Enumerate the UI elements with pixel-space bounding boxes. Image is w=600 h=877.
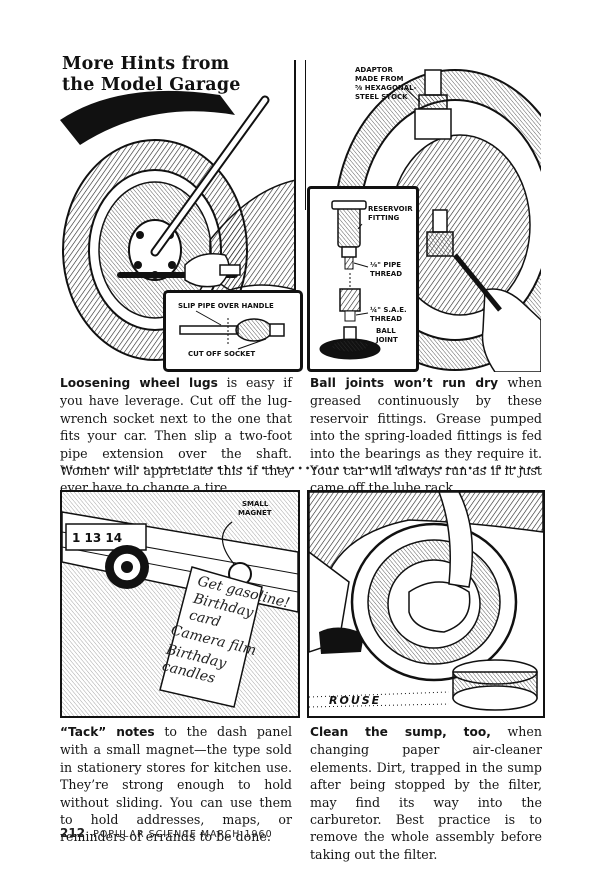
- notes-caption: “Tack” notes to the dash panel with a sm…: [60, 723, 292, 846]
- note-line-3: card: [187, 607, 222, 630]
- sae-thread-label-1: ¼" S.A.E.: [370, 306, 407, 314]
- slip-pipe-label: SLIP PIPE OVER HANDLE: [178, 302, 274, 310]
- sump-drawing: ROUSE: [309, 492, 543, 711]
- ball-joint-caption-lead: Ball joints won’t run dry: [310, 376, 499, 390]
- dash-notes-drawing: 1 13 14 SMALL MAGNET Get gasoline! Birth…: [62, 492, 298, 716]
- pipe-thread-label-2: THREAD: [370, 270, 402, 278]
- artist-signature: ROUSE: [329, 694, 381, 707]
- adaptor-label-2: MADE FROM: [355, 75, 404, 83]
- ball-joint-label-1: BALL: [376, 327, 396, 335]
- ball-joint-label-2: JOINT: [375, 336, 398, 344]
- sump-illustration: ROUSE: [307, 490, 545, 718]
- reservoir-label-2: FITTING: [368, 214, 400, 222]
- adaptor-label-1: ADAPTOR: [355, 66, 394, 74]
- magnet-label-1: SMALL: [242, 500, 269, 508]
- wheel-lug-drawing: [60, 60, 296, 361]
- sump-caption-lead: Clean the sump, too,: [310, 725, 491, 739]
- adaptor-label-3: ⁵⁄₈ HEXAGONAL-: [355, 84, 417, 92]
- ball-joint-caption-body: when greased continuously by these reser…: [310, 375, 542, 496]
- adaptor-label-4: STEEL STOCK: [355, 93, 408, 101]
- wheel-caption-body: is easy if you have leverage. Cut off th…: [60, 375, 292, 496]
- title-line-2: the Model Garage: [62, 75, 241, 95]
- ball-joint-caption: Ball joints won’t run dry when greased c…: [310, 374, 542, 497]
- sump-caption-body: when changing paper air-cleaner elements…: [310, 724, 542, 862]
- fitting-inset-drawing: RESERVOIR FITTING ⅛" PIPE THREAD ¼" S.A.…: [319, 200, 413, 360]
- magnet-label-2: MAGNET: [238, 509, 272, 517]
- fitting-inset-box: RESERVOIR FITTING ⅛" PIPE THREAD ¼" S.A.…: [307, 186, 419, 372]
- page-footer: 212 POPULAR SCIENCE MARCH 1960: [60, 826, 273, 840]
- notes-caption-body: to the dash panel with a small magnet—th…: [60, 724, 293, 845]
- wrench-inset-drawing: SLIP PIPE OVER HANDLE CUT OFF SOCKET: [178, 302, 285, 358]
- title-line-1: More Hints from: [62, 54, 230, 74]
- article-title: More Hints from the Model Garage: [62, 54, 241, 96]
- sump-caption: Clean the sump, too, when changing paper…: [310, 723, 542, 863]
- sae-thread-label-2: THREAD: [370, 315, 402, 323]
- note-paper: [159, 566, 263, 708]
- wheel-lug-illustration: [60, 60, 296, 372]
- cut-socket-label: CUT OFF SOCKET: [188, 350, 255, 358]
- fender-shape: [60, 90, 235, 145]
- wrench-inset-box: SLIP PIPE OVER HANDLE CUT OFF SOCKET: [163, 290, 303, 372]
- publication-line: POPULAR SCIENCE MARCH 1960: [93, 829, 273, 840]
- dash-numbers: 1 13 14: [72, 531, 122, 545]
- wheel-caption: Loosening wheel lugs is easy if you have…: [60, 374, 292, 497]
- wheel-caption-lead: Loosening wheel lugs: [60, 376, 218, 390]
- pipe-thread-label-1: ⅛" PIPE: [370, 261, 401, 269]
- notes-caption-lead: “Tack” notes: [60, 725, 155, 739]
- dash-notes-illustration: 1 13 14 SMALL MAGNET Get gasoline! Birth…: [60, 490, 300, 718]
- page-number: 212: [60, 826, 86, 840]
- reservoir-label-1: RESERVOIR: [368, 205, 413, 213]
- dotted-divider: [60, 466, 542, 470]
